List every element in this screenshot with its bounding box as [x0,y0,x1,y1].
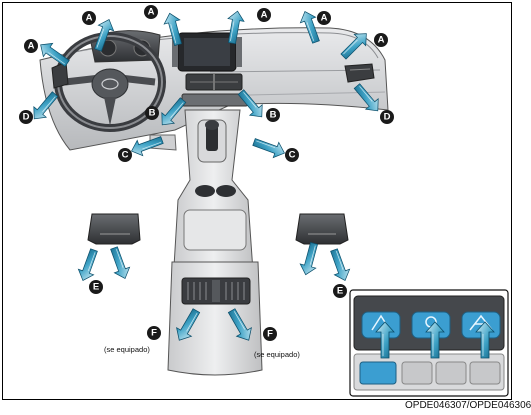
svg-text:F: F [267,329,273,340]
airflow-arrow-icon [297,240,323,278]
center-vents [181,73,249,107]
optional-note-right: (se equipado) [254,350,300,359]
svg-text:D: D [384,112,391,123]
badge-f: F [263,327,277,341]
svg-text:C: C [122,150,129,161]
steering-wheel [54,32,166,132]
floor-duct-right [295,213,349,245]
floor-duct-left [87,213,141,245]
side-vent-right [344,63,375,83]
image-code: OPDE046307/OPDE046306 [405,400,531,411]
svg-text:E: E [93,282,99,293]
svg-text:A: A [28,41,35,52]
svg-text:A: A [321,13,328,24]
svg-text:B: B [149,108,156,119]
airflow-arrow-icon [106,244,134,282]
svg-text:B: B [270,110,277,121]
center-display [172,32,242,72]
svg-text:C: C [289,150,296,161]
badge-b: B [266,108,280,122]
optional-note-left: (se equipado) [104,345,150,354]
badge-e: E [333,284,347,298]
badge-d: D [380,110,394,124]
badge-a: A [257,8,271,22]
svg-text:A: A [86,13,93,24]
badge-a: A [82,11,96,25]
badges: A A A A A A B B C C D D E E F F [19,5,394,341]
svg-text:E: E [337,286,343,297]
badge-d: D [19,110,33,124]
badge-a: A [144,5,158,19]
airflow-arrow-icon [250,134,288,162]
airflow-arrow-icon [326,246,354,284]
badge-e: E [89,280,103,294]
airflow-vents-diagram: A A A A A A B B C C D D E E F F [19,5,509,397]
vent-control-panel [349,289,509,397]
badge-c: C [285,148,299,162]
badge-c: C [118,148,132,162]
svg-text:A: A [378,35,385,46]
airflow-arrow-icon [74,246,102,284]
badge-a: A [24,39,38,53]
svg-text:F: F [151,328,157,339]
svg-text:A: A [261,10,268,21]
badge-a: A [317,11,331,25]
rear-console [167,261,263,376]
vent-mode-active-button[interactable] [359,361,397,385]
svg-text:A: A [148,7,155,18]
badge-a: A [374,33,388,47]
badge-f: F [147,326,161,340]
svg-text:D: D [23,112,30,123]
badge-b: B [145,106,159,120]
